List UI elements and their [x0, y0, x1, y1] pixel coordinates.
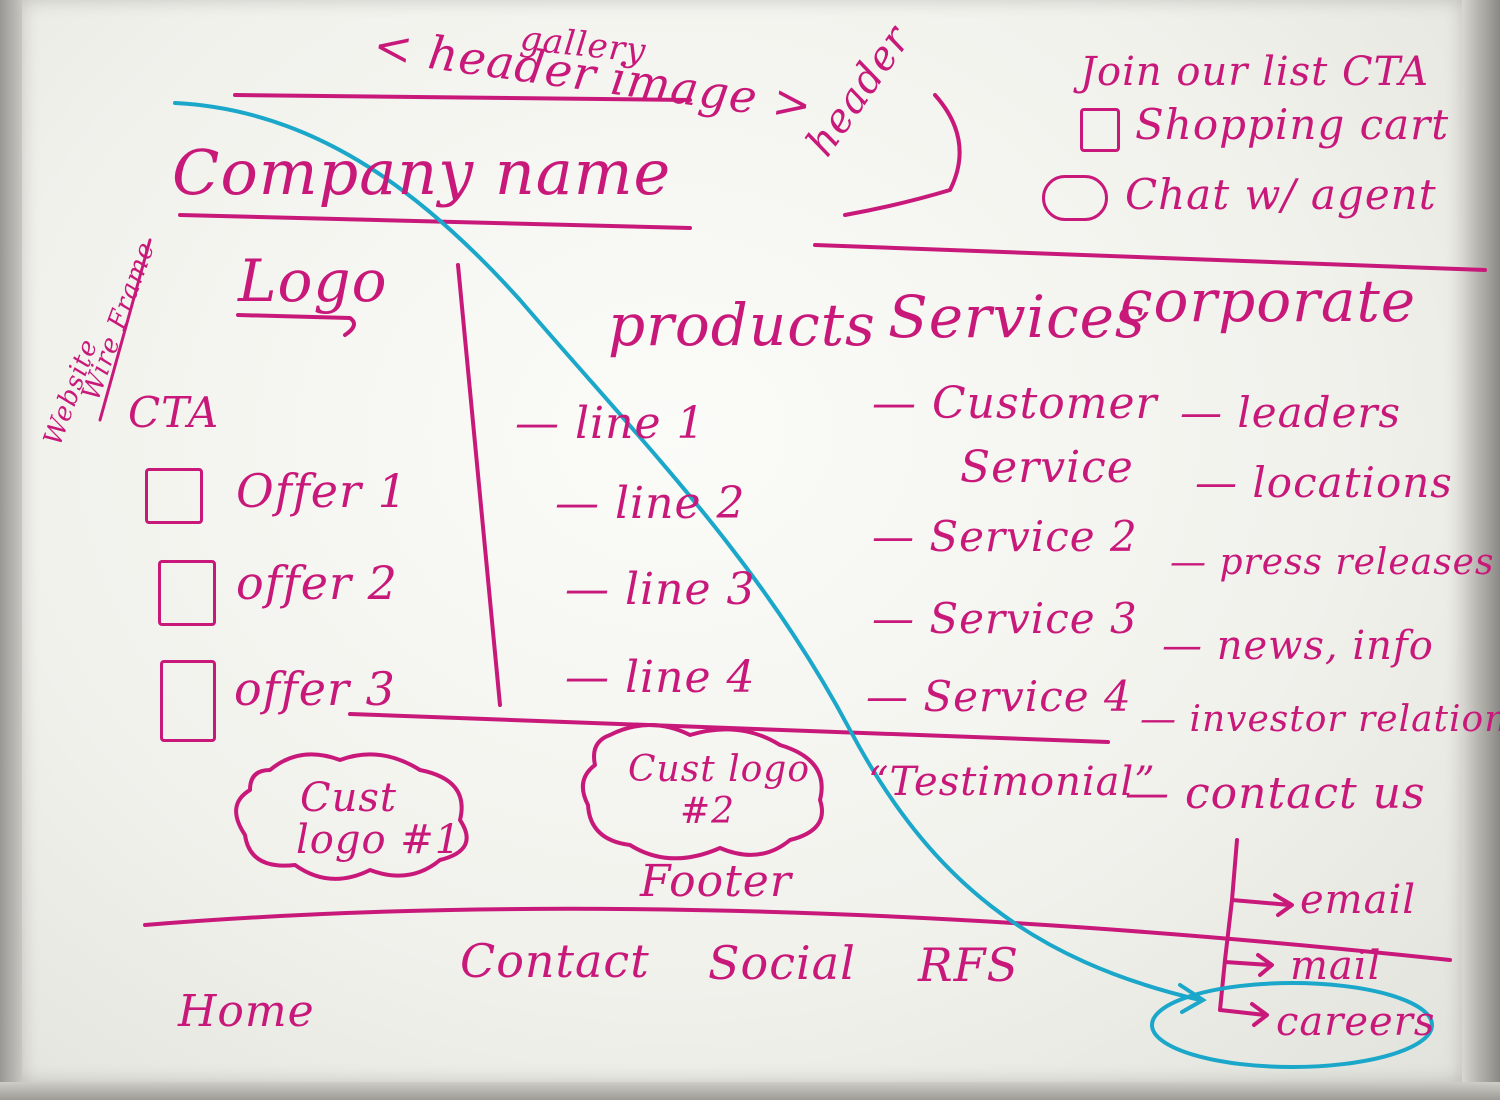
nav-services: Services: [888, 283, 1146, 351]
contact-careers: careers: [1276, 999, 1436, 1045]
footer-divider: [143, 906, 1452, 962]
flow-arrowhead: [1178, 983, 1207, 1014]
shopping-cart-checkbox: [1080, 108, 1120, 152]
nav-corporate: corporate: [1120, 267, 1417, 335]
corporate-item-6: — contact us: [1125, 768, 1426, 819]
mail-arrow: [1223, 953, 1274, 977]
shopping-cart-label: Shopping cart: [1135, 100, 1450, 149]
offer-1-checkbox: [145, 468, 203, 524]
side-note-line: [98, 238, 152, 422]
header-bracket: [843, 93, 962, 217]
contact-email: email: [1300, 877, 1417, 923]
flow-strokes: [173, 101, 1434, 1069]
services-item-1: — Customer: [872, 378, 1158, 429]
header-image-underline: [233, 93, 692, 102]
company-name-underline: [178, 213, 692, 230]
header-divider: [813, 243, 1487, 272]
cta-title: CTA: [128, 388, 220, 437]
footer-label: Footer: [640, 856, 792, 907]
cust-logo-2-line-2: #2: [680, 791, 736, 832]
chat-bubble-icon: [1042, 175, 1108, 221]
offer-3-checkbox: [160, 660, 216, 742]
products-item-4: — line 4: [565, 652, 756, 703]
footer-link-rfs: RFS: [918, 938, 1020, 992]
offer-1-label: Offer 1: [236, 464, 408, 518]
offer-3-label: offer 3: [234, 662, 396, 716]
careers-circle: [1150, 981, 1434, 1069]
services-item-2: — Service 2: [872, 512, 1138, 561]
join-cta-label: Join our list CTA: [1080, 49, 1429, 95]
email-arrow: [1230, 893, 1294, 917]
corporate-item-2: — locations: [1195, 458, 1453, 507]
cloud-cust-logo-2: [580, 723, 824, 861]
footer-link-home: Home: [178, 986, 315, 1037]
corporate-item-3: — press releases: [1170, 542, 1495, 583]
chat-label: Chat w/ agent: [1125, 170, 1437, 219]
cloud-cust-logo-1: [234, 752, 469, 881]
nav-products: products: [608, 291, 876, 359]
flow-curve: [173, 101, 1202, 1002]
cust-logo-1-line-1: Cust: [300, 775, 397, 821]
corporate-item-4: — news, info: [1162, 623, 1434, 669]
whiteboard-surface: [22, 0, 1462, 1082]
products-item-1: — line 1: [515, 398, 706, 449]
services-item-1b: Service: [960, 442, 1134, 493]
corporate-item-1: — leaders: [1180, 388, 1402, 437]
logo-label: Logo: [238, 247, 388, 315]
vertical-divider: [456, 263, 502, 707]
products-item-2: — line 2: [555, 478, 746, 529]
footer-link-contact: Contact: [460, 934, 650, 988]
contact-mail: mail: [1290, 943, 1382, 989]
cust-logo-2-line-1: Cust logo: [628, 749, 811, 790]
ink-strokes: [98, 93, 1487, 1027]
testimonial-label: “Testimonial”: [868, 759, 1156, 805]
cust-logo-1-line-2: logo #1: [296, 817, 462, 863]
footer-link-social: Social: [708, 936, 856, 990]
corporate-item-5: — investor relations: [1140, 699, 1500, 740]
whiteboard-rail-right: [1462, 0, 1500, 1100]
products-item-3: — line 3: [565, 564, 756, 615]
services-item-3: — Service 3: [872, 594, 1138, 643]
offer-2-checkbox: [158, 560, 216, 626]
whiteboard-rail-bottom: [0, 1082, 1500, 1100]
careers-arrow: [1218, 1002, 1269, 1027]
logo-underline: [236, 313, 356, 337]
offer-2-label: offer 2: [236, 556, 398, 610]
company-name-label: Company name: [172, 136, 672, 209]
services-item-4: — Service 4: [866, 672, 1132, 721]
contact-tree-trunk: [1218, 838, 1239, 1012]
